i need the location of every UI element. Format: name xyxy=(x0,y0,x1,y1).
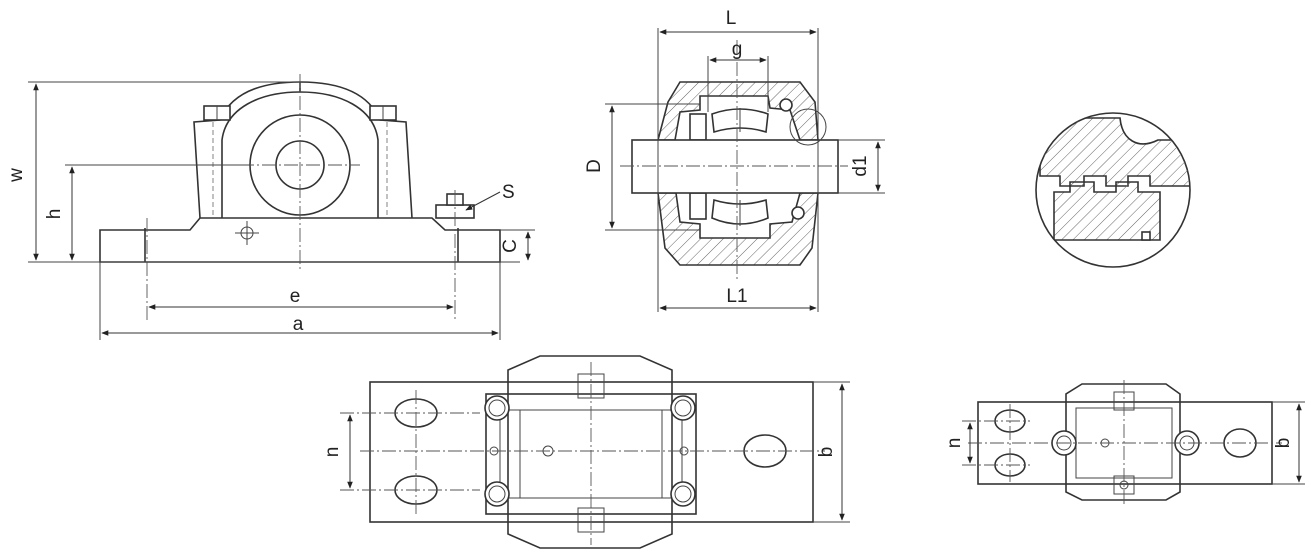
detail-callout xyxy=(789,108,827,146)
label-g: g xyxy=(732,39,743,60)
label-b-small: b xyxy=(1273,438,1294,449)
label-d: D xyxy=(584,159,605,173)
label-w: w xyxy=(6,168,27,183)
label-n-main: n xyxy=(322,447,343,458)
top-view-large: n b xyxy=(322,355,850,549)
label-l: L xyxy=(726,8,737,29)
label-l1: L1 xyxy=(726,286,747,307)
detail-view xyxy=(1035,112,1191,268)
label-c: C xyxy=(500,239,521,253)
front-view: w h S C e a xyxy=(6,74,535,340)
shaft xyxy=(631,139,839,194)
label-s: S xyxy=(502,182,515,203)
top-base-plate xyxy=(369,381,814,523)
top-bolt-heads xyxy=(484,395,696,507)
section-view: L g D d1 L1 xyxy=(584,8,885,312)
top-view-small: n b xyxy=(944,380,1305,505)
detail-lower-hatch xyxy=(1053,181,1161,241)
section-lower-hatch xyxy=(657,192,819,266)
label-n-small: n xyxy=(944,438,965,449)
label-a: a xyxy=(293,314,304,335)
label-b-main: b xyxy=(816,447,837,458)
detail-upper-hatch xyxy=(1039,117,1190,187)
label-e: e xyxy=(290,286,301,307)
front-base xyxy=(99,217,501,263)
label-h: h xyxy=(44,209,65,220)
front-housing xyxy=(193,81,413,219)
section-upper-hatch xyxy=(656,81,819,141)
label-d1: d1 xyxy=(850,155,871,176)
